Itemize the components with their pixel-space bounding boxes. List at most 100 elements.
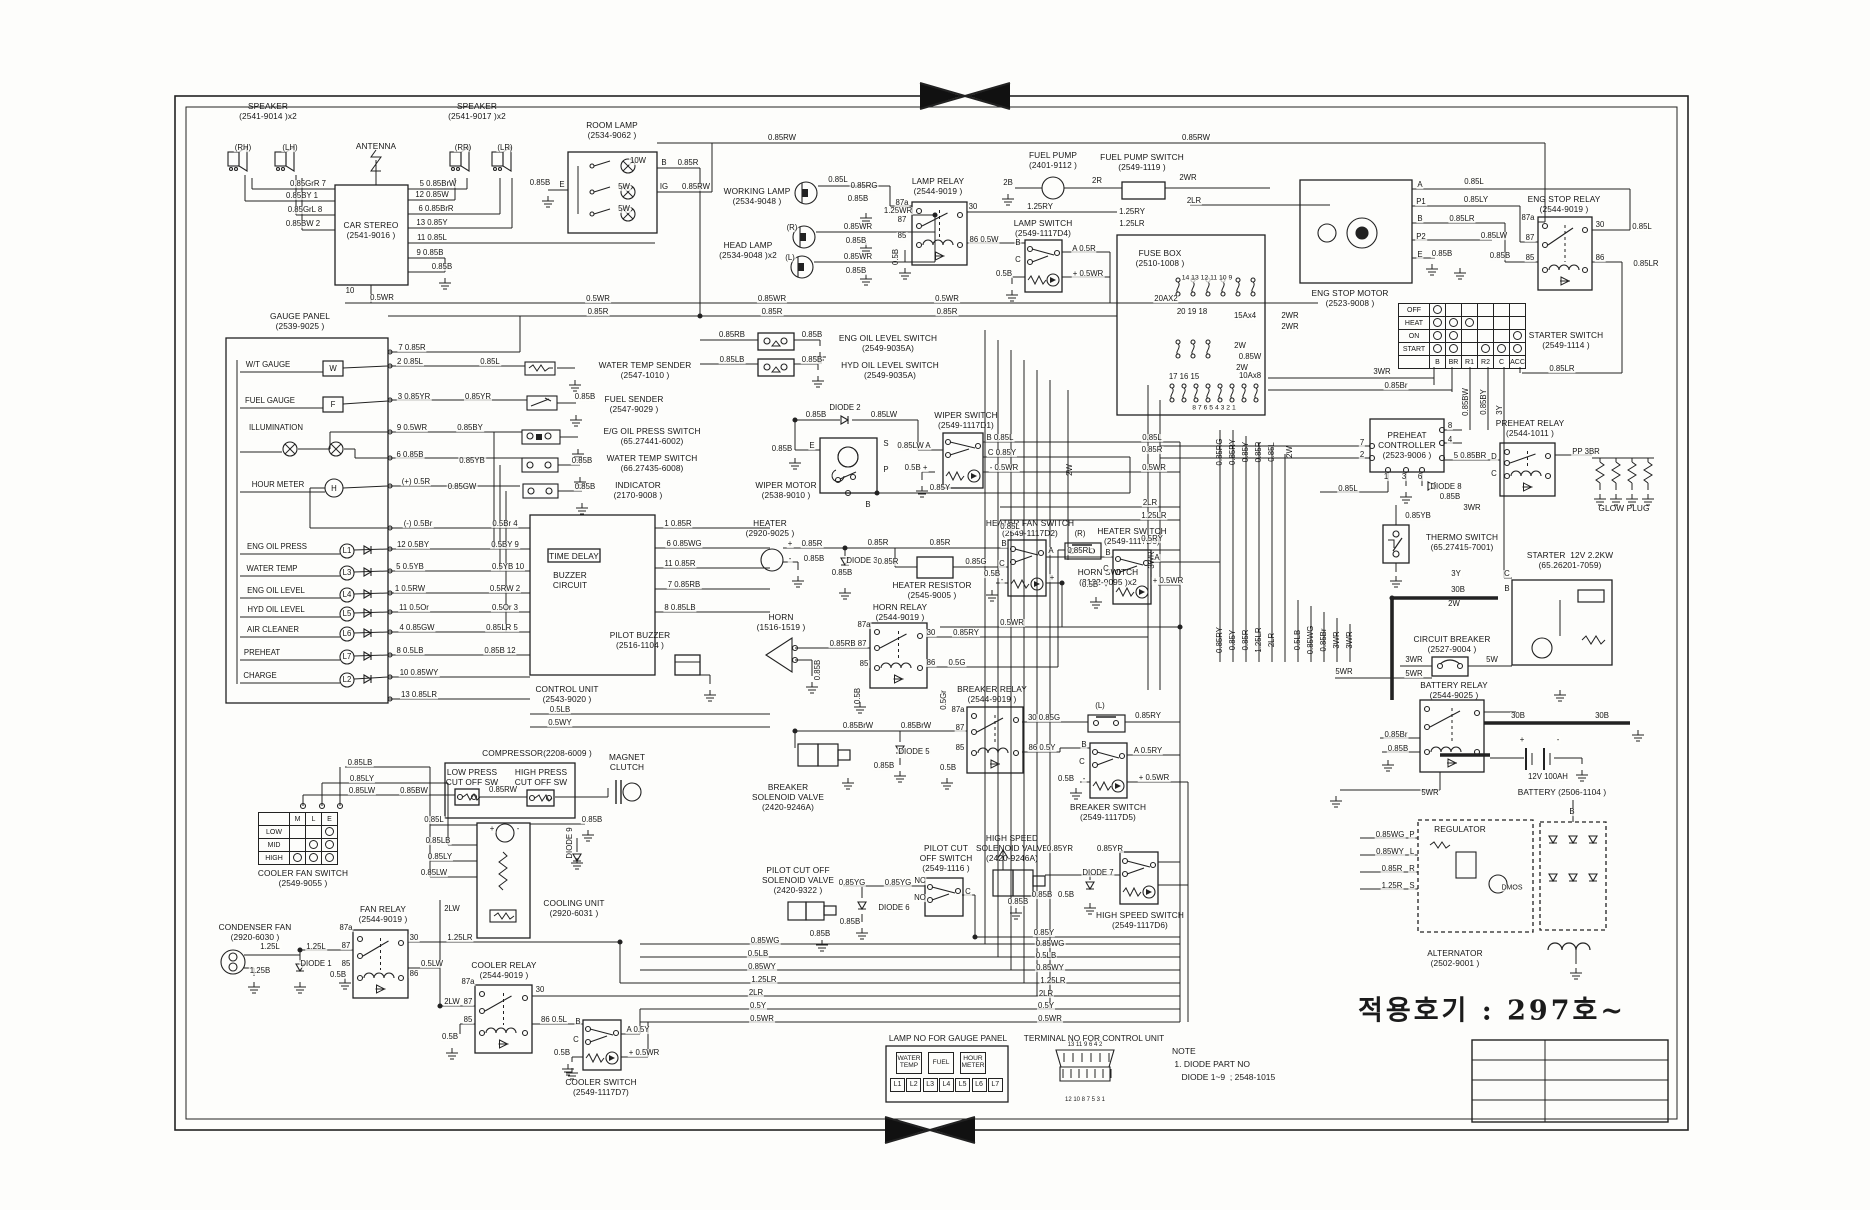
wire bbox=[931, 886, 956, 894]
lamp-cell: L7 bbox=[987, 1078, 1003, 1092]
symbol-circle bbox=[1392, 550, 1400, 558]
wire-label: 0.85B bbox=[1006, 897, 1030, 907]
symbol-path bbox=[534, 794, 553, 802]
symbol-path bbox=[1430, 746, 1462, 753]
wire-label: 0.85B bbox=[800, 330, 824, 340]
ground-icon bbox=[899, 268, 911, 280]
breaker-switch-label: BREAKER SWITCH (2549-1117D5) bbox=[1069, 801, 1147, 822]
wire-label: 11 0.85L bbox=[416, 233, 448, 243]
circuit-breaker-box bbox=[1431, 656, 1469, 677]
symbol-circle bbox=[1503, 448, 1511, 456]
heater-switch-label: HEATER SWITCH (2549-1117D3) bbox=[1097, 525, 1167, 546]
wire-label: 12V 100AH bbox=[1527, 772, 1569, 782]
wire-label: 86 0.5Y bbox=[1027, 743, 1057, 753]
heater-switch-box bbox=[1112, 549, 1152, 605]
symbol-circle bbox=[1317, 223, 1337, 243]
wire-label: 0.85LW bbox=[1479, 231, 1509, 241]
wire-label: L5 bbox=[341, 609, 353, 619]
wire-label: 3 bbox=[1400, 472, 1408, 482]
wire-label: (L) bbox=[784, 253, 796, 263]
symbol-path bbox=[1139, 589, 1145, 595]
diode-icon bbox=[363, 545, 373, 555]
wire-label: 1.25R bbox=[1380, 881, 1404, 891]
ground-icon bbox=[572, 449, 584, 461]
wire-label: (LR) bbox=[496, 143, 514, 153]
wire-label: 5WR bbox=[1404, 669, 1424, 679]
horn-relay-box bbox=[869, 622, 928, 689]
symbol-circle bbox=[356, 952, 364, 960]
symbol-path bbox=[1115, 586, 1135, 598]
contact-dot bbox=[325, 852, 334, 862]
diode-icon bbox=[840, 415, 850, 425]
symbol-path bbox=[370, 149, 382, 172]
symbol-path bbox=[1010, 578, 1030, 590]
wire-label: R bbox=[1408, 864, 1416, 874]
ground-icon bbox=[1070, 788, 1082, 800]
wire-label: 0.85B bbox=[528, 178, 552, 188]
wire-label: - bbox=[1103, 581, 1109, 591]
symbol-circle bbox=[1229, 383, 1235, 389]
diode-icon bbox=[363, 589, 373, 599]
symbol-circle bbox=[792, 728, 798, 734]
wire-label: 0.85R bbox=[1254, 441, 1264, 463]
symbol-circle bbox=[1091, 748, 1099, 756]
note-heading: NOTE bbox=[1172, 1046, 1196, 1056]
wire-label: 14 13 12 11 10 9 bbox=[1180, 274, 1234, 283]
wire bbox=[593, 208, 611, 215]
wire bbox=[1509, 453, 1536, 464]
fuel-pump-switch-box bbox=[1121, 181, 1166, 200]
symbol-path bbox=[1092, 780, 1112, 792]
buzzer-circuit-label: BUZZER CIRCUIT bbox=[552, 569, 588, 590]
symbol-circle bbox=[1436, 662, 1444, 670]
time-delay-box bbox=[547, 548, 601, 563]
contact-dot bbox=[1513, 330, 1522, 340]
box bbox=[521, 429, 561, 445]
ground-icon bbox=[789, 458, 801, 470]
symbol-circle bbox=[970, 749, 978, 757]
wire-label: 0.85R bbox=[928, 538, 952, 548]
wire-label: 0.85B bbox=[573, 392, 597, 402]
symbol-circle bbox=[544, 432, 552, 440]
wire-label: B 0.85L bbox=[985, 433, 1015, 443]
contact-dot bbox=[293, 852, 302, 862]
wire-label: 0.5B bbox=[1056, 890, 1076, 900]
wire-label: 2WR bbox=[1280, 311, 1300, 321]
wire-label: 0.5Or 3 bbox=[490, 603, 520, 613]
wire bbox=[921, 212, 948, 227]
breaker-switch-box bbox=[1089, 742, 1128, 799]
wire-label: 0.85WG bbox=[749, 936, 781, 946]
wire-label: 7 bbox=[1358, 438, 1366, 448]
wire-label: A 0.5Y bbox=[625, 1025, 651, 1035]
wire-label: 0.85RY bbox=[1134, 711, 1162, 721]
symbol-circle bbox=[1046, 273, 1060, 287]
wire-label: 87a bbox=[950, 705, 966, 715]
wire-label: 0.85B bbox=[580, 815, 604, 825]
ground-icon bbox=[574, 477, 586, 489]
diode-icon bbox=[363, 651, 373, 661]
wire-label: ENG OIL PRESS bbox=[246, 542, 308, 552]
wire-label: 1.25LR bbox=[1118, 219, 1146, 229]
symbol-path bbox=[997, 849, 1009, 859]
eng-oil-level-switch-label: ENG OIL LEVEL SWITCH (2549-9035A) bbox=[838, 332, 938, 353]
symbol-circle bbox=[437, 1003, 443, 1009]
wire-label: C bbox=[1490, 469, 1498, 479]
symbol-path bbox=[885, 1117, 926, 1143]
preheat-controller-box bbox=[1369, 418, 1445, 473]
symbol-circle bbox=[1181, 397, 1187, 403]
box bbox=[449, 151, 462, 167]
symbol-circle bbox=[339, 626, 355, 642]
symbol-path bbox=[1236, 281, 1240, 293]
wire bbox=[839, 471, 857, 480]
symbol-path bbox=[485, 1027, 517, 1034]
eng-stop-motor-box bbox=[1299, 179, 1413, 284]
wire-label: 0.85B bbox=[1386, 744, 1410, 754]
symbol-circle bbox=[1503, 459, 1511, 467]
wire-label: 0.5LB bbox=[548, 705, 572, 715]
ground-icon bbox=[1330, 796, 1342, 808]
wire-label: 0.5LB bbox=[746, 949, 770, 959]
wire-label: 85 bbox=[896, 231, 908, 241]
wire-label: 0.5WR bbox=[1141, 463, 1167, 473]
diode-icon bbox=[1548, 835, 1558, 845]
box bbox=[1087, 714, 1126, 733]
box bbox=[992, 869, 1014, 897]
